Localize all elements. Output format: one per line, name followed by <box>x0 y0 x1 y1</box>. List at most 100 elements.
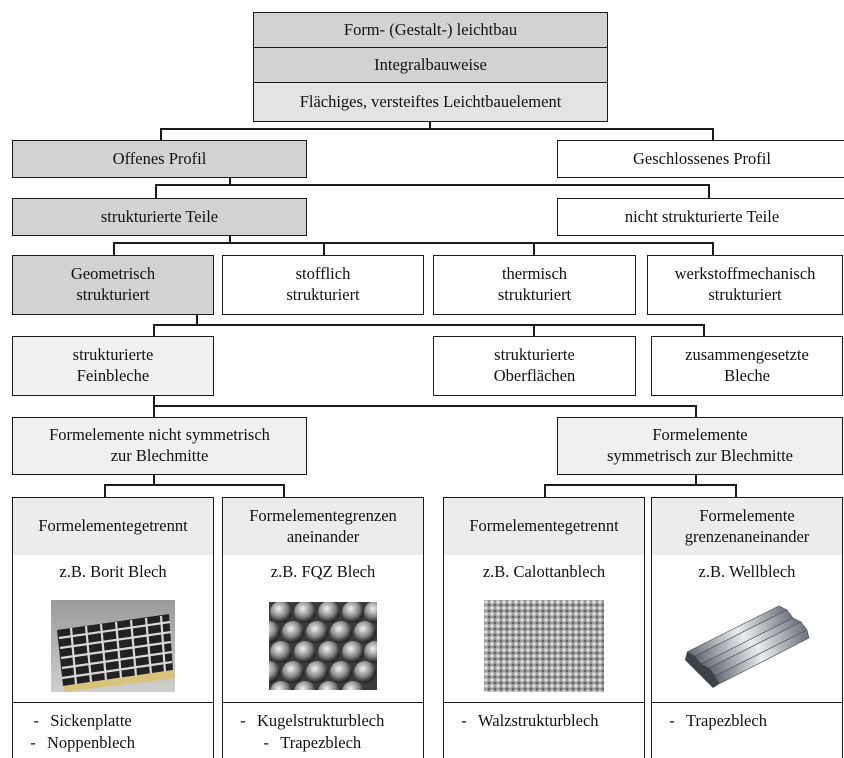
connector <box>283 484 285 497</box>
node-integralbauweise: Integralbauweise <box>253 47 608 83</box>
node-label: Geschlossenes Profil <box>633 148 771 168</box>
node-label: strukturierte Teile <box>100 206 219 226</box>
list-item: -Walzstrukturblech <box>450 710 599 732</box>
dash: - <box>30 733 36 752</box>
column-header: Formelementegrenzen aneinander <box>223 497 423 556</box>
connector <box>160 128 162 140</box>
node-label-line2: strukturiert <box>708 285 782 304</box>
example-text: z.B. Borit Blech <box>59 562 167 582</box>
connector <box>155 184 709 186</box>
column-header-line2: aneinander <box>736 526 810 546</box>
node-label: nicht strukturierte Teile <box>624 206 780 226</box>
column-header-line1: Formelemente <box>469 516 565 536</box>
node-label-line2: strukturiert <box>76 285 150 304</box>
connector <box>323 242 325 255</box>
list-item-text: Noppenblech <box>47 733 135 752</box>
connector <box>196 314 198 325</box>
node-label-line2: zur Blechmitte <box>110 446 209 465</box>
node-label: Form- (Gestalt-) leichtbau <box>343 19 518 39</box>
category-column-calottan: Formelementegetrennt z.B. Calottanblech … <box>443 497 645 758</box>
connector <box>153 405 696 407</box>
connector <box>695 405 697 417</box>
connector <box>712 128 714 140</box>
list-item: -Noppenblech <box>19 732 135 754</box>
example-list: -Kugelstrukturblech -Trapezblech <box>223 702 423 758</box>
node-geschlossenes-profil: Geschlossenes Profil <box>557 140 844 178</box>
node-label-line2: strukturiert <box>497 285 572 304</box>
node-label-line1: Formelemente <box>652 425 748 445</box>
column-header-line1: Formelemente <box>38 516 134 536</box>
node-label: Flächiges, versteiftes Leichtbauelement <box>299 91 562 111</box>
category-column-wellblech: Formelemente grenzenaneinander z.B. Well… <box>651 497 843 758</box>
node-label-line1: thermisch <box>501 264 568 284</box>
example-image <box>13 590 213 703</box>
column-header: Formelementegetrennt <box>13 497 213 556</box>
column-header: Formelemente grenzenaneinander <box>652 497 842 556</box>
example-label: z.B. Calottanblech <box>444 555 644 591</box>
node-label: Integralbauweise <box>374 54 487 74</box>
node-label-line2: strukturiert <box>286 285 360 304</box>
example-list: -Walzstrukturblech <box>444 702 644 758</box>
list-item: -Kugelstrukturblech <box>229 710 384 732</box>
connector <box>703 324 705 336</box>
borit-grid-sheet-icon <box>51 600 175 692</box>
corrugated-sheet-icon <box>685 605 810 688</box>
category-column-borit: Formelementegetrennt z.B. Borit Blech <box>12 497 214 758</box>
column-header-line2: getrennt <box>564 516 619 536</box>
example-list: -Sickenplatte -Noppenblech <box>13 702 213 758</box>
list-item-text: Trapezblech <box>686 711 767 730</box>
connector <box>104 484 106 497</box>
node-form-leichtbau: Form- (Gestalt-) leichtbau <box>253 12 608 48</box>
example-text: z.B. Wellblech <box>698 562 796 582</box>
list-item-text: Walzstrukturblech <box>478 711 599 730</box>
connector <box>533 242 535 255</box>
list-item: -Sickenplatte <box>19 710 135 732</box>
example-label: z.B. Borit Blech <box>13 555 213 591</box>
list-item: -Trapezblech <box>658 710 767 732</box>
connector <box>153 395 155 406</box>
column-header: Formelementegetrennt <box>444 497 644 556</box>
fqz-dimple-sheet-icon <box>269 602 377 690</box>
connector <box>229 235 231 243</box>
connector <box>104 484 284 486</box>
connector <box>544 484 546 497</box>
list-item-text: Kugelstrukturblech <box>257 711 385 730</box>
connector <box>735 484 737 497</box>
node-offenes-profil: Offenes Profil <box>12 140 307 178</box>
list-item-text: Sickenplatte <box>50 711 132 730</box>
example-image <box>444 590 644 703</box>
node-flaechiges-leichtbauelement: Flächiges, versteiftes Leichtbauelement <box>253 82 608 122</box>
connector <box>695 474 697 485</box>
example-label: z.B. FQZ Blech <box>223 555 423 591</box>
category-column-fqz: Formelementegrenzen aneinander z.B. FQZ … <box>222 497 424 758</box>
example-text: z.B. Calottanblech <box>482 562 606 582</box>
example-label: z.B. Wellblech <box>652 555 842 591</box>
node-label-line1: werkstoffmechanisch <box>674 264 816 284</box>
connector <box>533 324 535 336</box>
example-image <box>652 590 842 703</box>
connector <box>153 324 155 336</box>
list-item-text: Trapezblech <box>280 733 362 752</box>
calottan-texture-sheet-icon <box>484 600 604 692</box>
column-header-line2: getrennt <box>133 516 188 536</box>
column-header-line1: Formelemente grenzen <box>684 505 795 546</box>
dash: - <box>669 711 675 730</box>
dash: - <box>240 711 246 730</box>
node-strukturierte-teile: strukturierte Teile <box>12 198 307 236</box>
node-label-line1: strukturierte <box>494 345 575 365</box>
example-image <box>223 590 423 703</box>
example-text: z.B. FQZ Blech <box>270 562 376 582</box>
node-label: Offenes Profil <box>112 148 207 168</box>
list-item: -Trapezblech <box>229 732 384 754</box>
connector <box>229 177 231 185</box>
node-label-line2: Feinbleche <box>76 366 150 385</box>
